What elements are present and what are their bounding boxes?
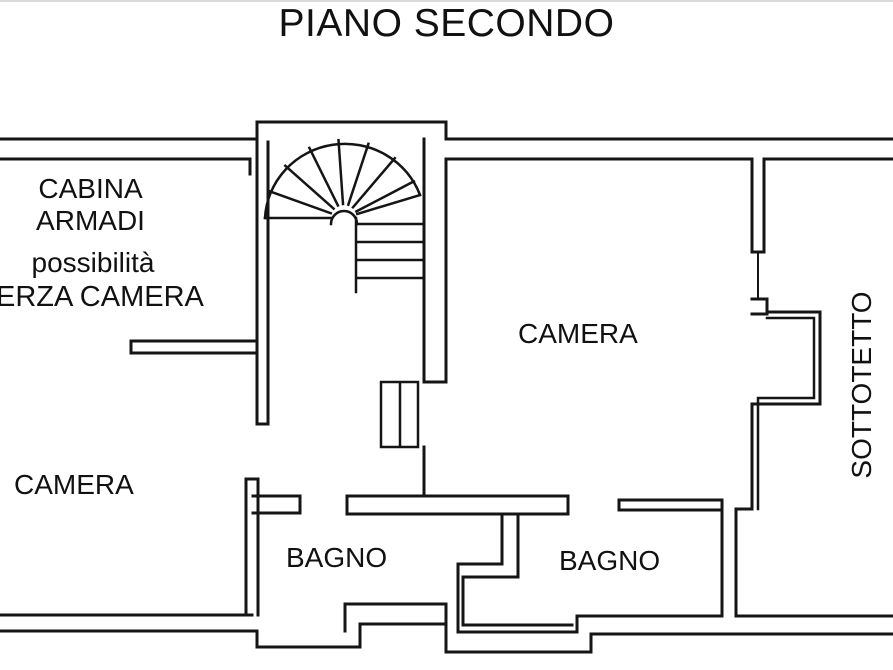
staircase xyxy=(263,138,426,294)
room-label-bagno-right: BAGNO xyxy=(559,545,661,576)
niche-inner xyxy=(756,316,816,511)
bagno-right-east-wall xyxy=(720,498,754,618)
niche-outer xyxy=(750,310,822,511)
partial-partition-bar xyxy=(129,339,259,355)
armadi-line: ARMADI xyxy=(36,205,145,237)
bottom-wall-outer xyxy=(0,622,893,654)
room-label-bagno-left: BAGNO xyxy=(286,542,388,573)
room-label-camera-left: CAMERA xyxy=(14,469,134,500)
room-label-possibilita: possibilità xyxy=(31,247,155,278)
right-spine-wall xyxy=(422,137,448,498)
bagno-left-west-wall xyxy=(244,477,260,617)
stair-flight xyxy=(354,216,426,294)
stair-fan-treads xyxy=(268,138,422,216)
room-label-cabina-armadi: CABINA ARMADI xyxy=(8,173,173,237)
bagno-walls xyxy=(343,494,754,654)
top-wall-outer xyxy=(0,120,893,141)
niche-block xyxy=(750,297,769,316)
bagno-left-top-wall xyxy=(345,494,570,516)
stair-fan-arc xyxy=(263,142,422,220)
left-spine-wall xyxy=(129,137,302,617)
bagno-left-door-jamb xyxy=(251,494,302,515)
top-wall-inner-left xyxy=(0,157,252,176)
bagno-left-floor-line xyxy=(343,602,448,654)
stair-newel xyxy=(329,209,359,226)
cabina-line: CABINA xyxy=(38,173,143,204)
sottotetto-boundary-wall xyxy=(750,157,822,511)
outer-walls xyxy=(0,120,893,654)
room-label-sottotetto: SOTTOTETTO xyxy=(846,291,877,479)
bagno-right-top-wall xyxy=(617,498,724,512)
room-label-terza-camera: ERZA CAMERA xyxy=(0,281,204,313)
door-leaf xyxy=(379,380,420,449)
bagno-divider-wall xyxy=(456,512,724,634)
room-label-camera-center: CAMERA xyxy=(518,318,638,349)
page-title: PIANO SECONDO xyxy=(278,2,615,45)
